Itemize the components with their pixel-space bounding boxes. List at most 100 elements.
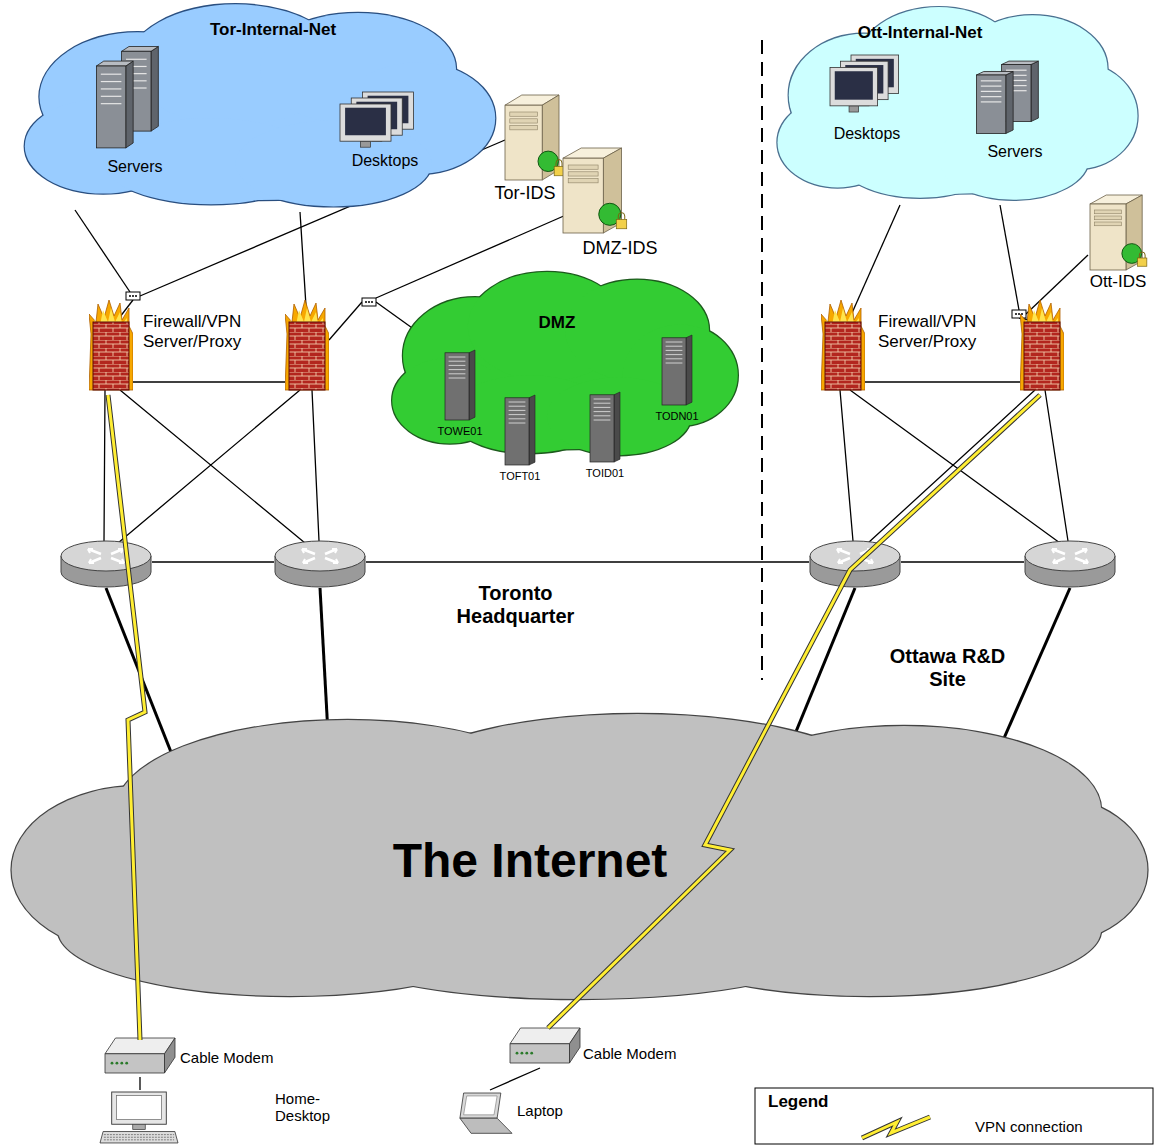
modem-led — [521, 1052, 524, 1055]
laptop-icon: Laptop — [445, 1090, 575, 1142]
tower-front — [505, 105, 542, 180]
legend-box — [755, 1088, 1153, 1144]
router-icon — [1025, 541, 1115, 587]
legend-title: Legend — [768, 1092, 828, 1112]
desktop-icon — [340, 92, 415, 152]
modem-led — [120, 1062, 123, 1065]
legend-text: VPN connection — [975, 1118, 1083, 1135]
modem-led — [516, 1052, 519, 1055]
server-slot — [101, 81, 122, 82]
icon-body — [340, 92, 414, 147]
node-label: TODN01 — [655, 410, 698, 423]
modem-led — [525, 1052, 528, 1055]
server-case — [96, 66, 125, 148]
server-side — [151, 47, 158, 132]
modem-top — [510, 1028, 580, 1044]
icon-body — [505, 95, 564, 180]
modem-icon — [510, 1028, 580, 1063]
cloud-fill — [778, 7, 1138, 200]
cable — [139, 1077, 140, 1090]
cloud-lobe — [637, 864, 1101, 996]
vpn-bolt-outline — [548, 395, 1040, 1028]
icon-body — [100, 1092, 178, 1143]
server-slot — [594, 420, 611, 421]
firewall-icon — [821, 300, 865, 390]
server-slot — [449, 378, 466, 379]
dmz-server — [662, 335, 692, 405]
node-label: Cable Modem — [583, 1045, 676, 1062]
cloud-lobe — [939, 118, 1089, 200]
vpn-bolt — [548, 395, 1040, 1028]
computer-icon: Home-Desktop — [95, 1090, 345, 1146]
router-icon — [275, 541, 365, 587]
icon-body — [460, 1093, 512, 1133]
monitor — [340, 104, 391, 141]
node-label: Ott-IDS — [1090, 272, 1147, 292]
modem-side — [570, 1028, 581, 1063]
laptop-lid — [460, 1093, 501, 1118]
node-label: TOID01 — [586, 467, 624, 480]
cloud-edge — [778, 7, 1138, 200]
device-label: Firewall/VPN Server/Proxy — [143, 312, 261, 351]
node-label: Tor-IDS — [494, 183, 555, 204]
server-case — [445, 353, 469, 420]
icon-body — [976, 61, 1038, 133]
icon-body — [96, 47, 158, 148]
server-icon — [95, 45, 165, 150]
server-slot — [666, 350, 683, 351]
link — [1026, 255, 1088, 314]
drive-bay — [1095, 210, 1122, 214]
server-slot — [666, 342, 683, 343]
dmz-server — [590, 392, 620, 462]
server-slot — [666, 354, 683, 355]
tower-front — [563, 158, 603, 233]
icon-body — [563, 148, 627, 233]
ids-server — [505, 95, 565, 180]
modem-led — [116, 1062, 119, 1065]
node-label: DMZ-IDS — [583, 238, 658, 259]
vpn-bolt-outline — [108, 395, 145, 1040]
server-side — [614, 392, 620, 462]
computer-icon — [100, 1092, 178, 1144]
lock-shackle — [556, 160, 562, 167]
routers — [61, 541, 1115, 587]
drive-bay — [510, 119, 538, 123]
modem-led — [111, 1062, 114, 1065]
server-side — [126, 61, 133, 148]
server-slot — [509, 418, 526, 419]
dmz-server — [505, 395, 535, 465]
node-label: Laptop — [517, 1102, 563, 1119]
cloud-lobe — [338, 62, 495, 174]
link — [329, 302, 362, 340]
monitor — [830, 67, 878, 105]
server-top — [96, 61, 133, 66]
server-slot — [509, 402, 526, 403]
server-slot — [594, 403, 611, 404]
server-side — [1031, 61, 1038, 121]
router-icon — [810, 541, 900, 587]
link — [75, 210, 130, 292]
modem-icon: Cable Modem — [100, 1035, 300, 1077]
server-icon: Servers — [85, 40, 185, 185]
node-label: Servers — [107, 158, 162, 176]
server-case — [590, 395, 614, 462]
laptop-icon — [450, 1093, 512, 1135]
node-label: TOWE01 — [437, 425, 482, 438]
network-cloud: DesktopsServersOtt-Internal-Net — [770, 3, 1145, 208]
link — [848, 205, 900, 322]
dmz-server — [445, 350, 475, 420]
icon-body — [830, 55, 899, 112]
server-slot — [981, 96, 1002, 97]
node-label: Ott-Internal-Net — [858, 23, 983, 43]
server-slot — [449, 369, 466, 370]
laptop-base — [460, 1118, 512, 1133]
modem-front — [510, 1044, 570, 1063]
drive-bay — [568, 165, 598, 169]
network-cloud: TOWE01TOFT01TOID01TODN01DMZ — [385, 268, 745, 463]
link — [104, 390, 319, 543]
device-label: Firewall/VPN Server/Proxy — [878, 312, 996, 351]
node-label: Desktops — [352, 152, 419, 170]
server-slot — [981, 80, 1002, 81]
modem-icon — [105, 1038, 175, 1073]
node-label: Home-Desktop — [275, 1090, 339, 1125]
